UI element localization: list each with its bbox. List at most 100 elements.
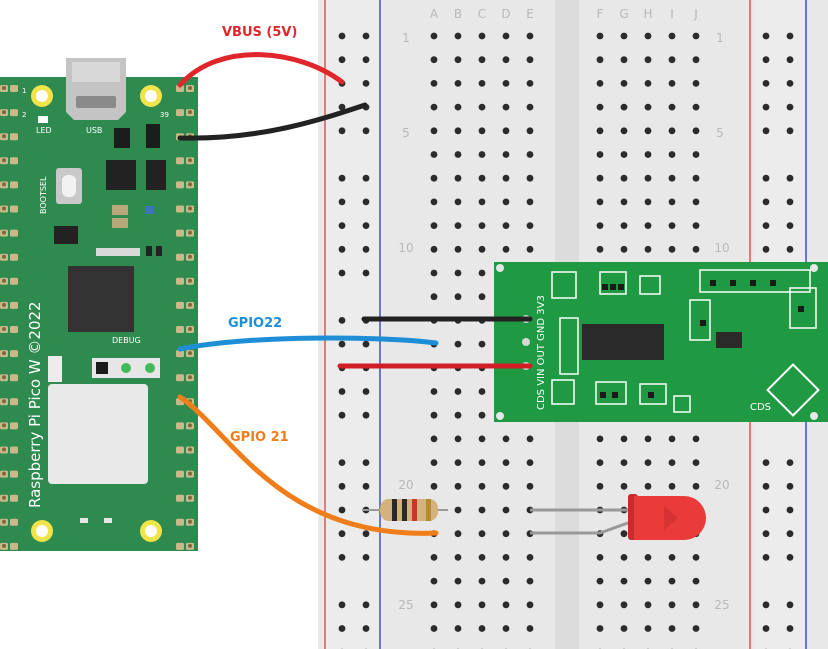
breadboard-hole[interactable] [526, 577, 534, 585]
breadboard-hole[interactable] [620, 482, 628, 490]
breadboard-hole[interactable] [644, 103, 652, 111]
breadboard-hole[interactable] [668, 151, 676, 158]
breadboard-hole[interactable] [478, 411, 486, 419]
breadboard-hole[interactable] [668, 554, 676, 561]
breadboard-hole[interactable] [454, 411, 462, 419]
breadboard-hole[interactable] [526, 32, 534, 40]
breadboard-hole[interactable] [692, 80, 700, 87]
breadboard-hole[interactable] [644, 577, 652, 585]
rail-hole[interactable] [338, 554, 346, 561]
breadboard-hole[interactable] [454, 601, 462, 609]
breadboard-hole[interactable] [502, 530, 510, 538]
rail-hole[interactable] [362, 269, 370, 277]
breadboard-hole[interactable] [668, 198, 676, 206]
breadboard-hole[interactable] [502, 625, 510, 632]
breadboard-hole[interactable] [454, 222, 462, 230]
rail-hole[interactable] [338, 245, 346, 253]
rail-hole[interactable] [786, 601, 794, 609]
rail-hole[interactable] [786, 554, 794, 561]
rail-hole[interactable] [786, 174, 794, 182]
breadboard-hole[interactable] [478, 127, 486, 135]
breadboard-hole[interactable] [454, 554, 462, 561]
breadboard-hole[interactable] [620, 222, 628, 230]
rail-hole[interactable] [786, 482, 794, 490]
breadboard-hole[interactable] [620, 174, 628, 182]
rail-hole[interactable] [786, 127, 794, 135]
breadboard-hole[interactable] [596, 245, 604, 253]
breadboard-hole[interactable] [454, 577, 462, 585]
breadboard-hole[interactable] [502, 222, 510, 230]
breadboard-hole[interactable] [644, 601, 652, 609]
breadboard-hole[interactable] [430, 32, 438, 40]
breadboard-hole[interactable] [454, 625, 462, 632]
breadboard-hole[interactable] [430, 151, 438, 158]
breadboard-hole[interactable] [644, 554, 652, 561]
breadboard-hole[interactable] [454, 340, 462, 348]
breadboard-hole[interactable] [454, 482, 462, 490]
breadboard-hole[interactable] [478, 174, 486, 182]
breadboard-hole[interactable] [454, 530, 462, 538]
breadboard-hole[interactable] [502, 601, 510, 609]
breadboard-hole[interactable] [668, 245, 676, 253]
breadboard-hole[interactable] [668, 174, 676, 182]
rail-hole[interactable] [362, 411, 370, 419]
breadboard-hole[interactable] [668, 32, 676, 40]
breadboard-hole[interactable] [620, 56, 628, 64]
rail-hole[interactable] [338, 127, 346, 135]
breadboard-hole[interactable] [644, 222, 652, 230]
breadboard-hole[interactable] [478, 32, 486, 40]
breadboard-hole[interactable] [478, 293, 486, 301]
rail-hole[interactable] [762, 530, 770, 538]
breadboard-hole[interactable] [478, 56, 486, 64]
breadboard-hole[interactable] [526, 435, 534, 443]
breadboard-hole[interactable] [478, 530, 486, 538]
breadboard-hole[interactable] [478, 482, 486, 490]
rail-hole[interactable] [762, 222, 770, 230]
rail-hole[interactable] [762, 482, 770, 490]
breadboard-hole[interactable] [692, 435, 700, 443]
rail-hole[interactable] [362, 459, 370, 466]
rail-hole[interactable] [762, 174, 770, 182]
breadboard-hole[interactable] [526, 601, 534, 609]
breadboard-hole[interactable] [454, 506, 462, 514]
rail-hole[interactable] [338, 317, 346, 324]
breadboard-hole[interactable] [596, 151, 604, 158]
breadboard-hole[interactable] [430, 269, 438, 277]
breadboard-hole[interactable] [430, 411, 438, 419]
breadboard-hole[interactable] [644, 625, 652, 632]
breadboard-hole[interactable] [502, 245, 510, 253]
breadboard-hole[interactable] [454, 80, 462, 87]
breadboard-hole[interactable] [644, 435, 652, 443]
breadboard-hole[interactable] [692, 32, 700, 40]
breadboard-hole[interactable] [454, 269, 462, 277]
breadboard-hole[interactable] [430, 482, 438, 490]
breadboard-hole[interactable] [620, 530, 628, 538]
breadboard-hole[interactable] [478, 577, 486, 585]
rail-hole[interactable] [786, 222, 794, 230]
breadboard-hole[interactable] [430, 245, 438, 253]
breadboard-hole[interactable] [668, 625, 676, 632]
breadboard-hole[interactable] [502, 127, 510, 135]
breadboard-hole[interactable] [454, 174, 462, 182]
breadboard-hole[interactable] [692, 198, 700, 206]
breadboard-hole[interactable] [668, 222, 676, 230]
breadboard-hole[interactable] [620, 151, 628, 158]
breadboard-hole[interactable] [692, 245, 700, 253]
breadboard-hole[interactable] [526, 625, 534, 632]
breadboard-hole[interactable] [596, 56, 604, 64]
breadboard-hole[interactable] [526, 151, 534, 158]
rail-hole[interactable] [362, 127, 370, 135]
breadboard-hole[interactable] [692, 577, 700, 585]
breadboard-hole[interactable] [478, 435, 486, 443]
breadboard-hole[interactable] [596, 435, 604, 443]
breadboard-hole[interactable] [478, 269, 486, 277]
rail-hole[interactable] [362, 32, 370, 40]
breadboard-hole[interactable] [644, 56, 652, 64]
breadboard-hole[interactable] [668, 80, 676, 87]
breadboard-hole[interactable] [596, 103, 604, 111]
rail-hole[interactable] [786, 459, 794, 466]
breadboard-hole[interactable] [644, 151, 652, 158]
breadboard-hole[interactable] [620, 459, 628, 466]
breadboard-hole[interactable] [478, 388, 486, 395]
breadboard-hole[interactable] [692, 174, 700, 182]
